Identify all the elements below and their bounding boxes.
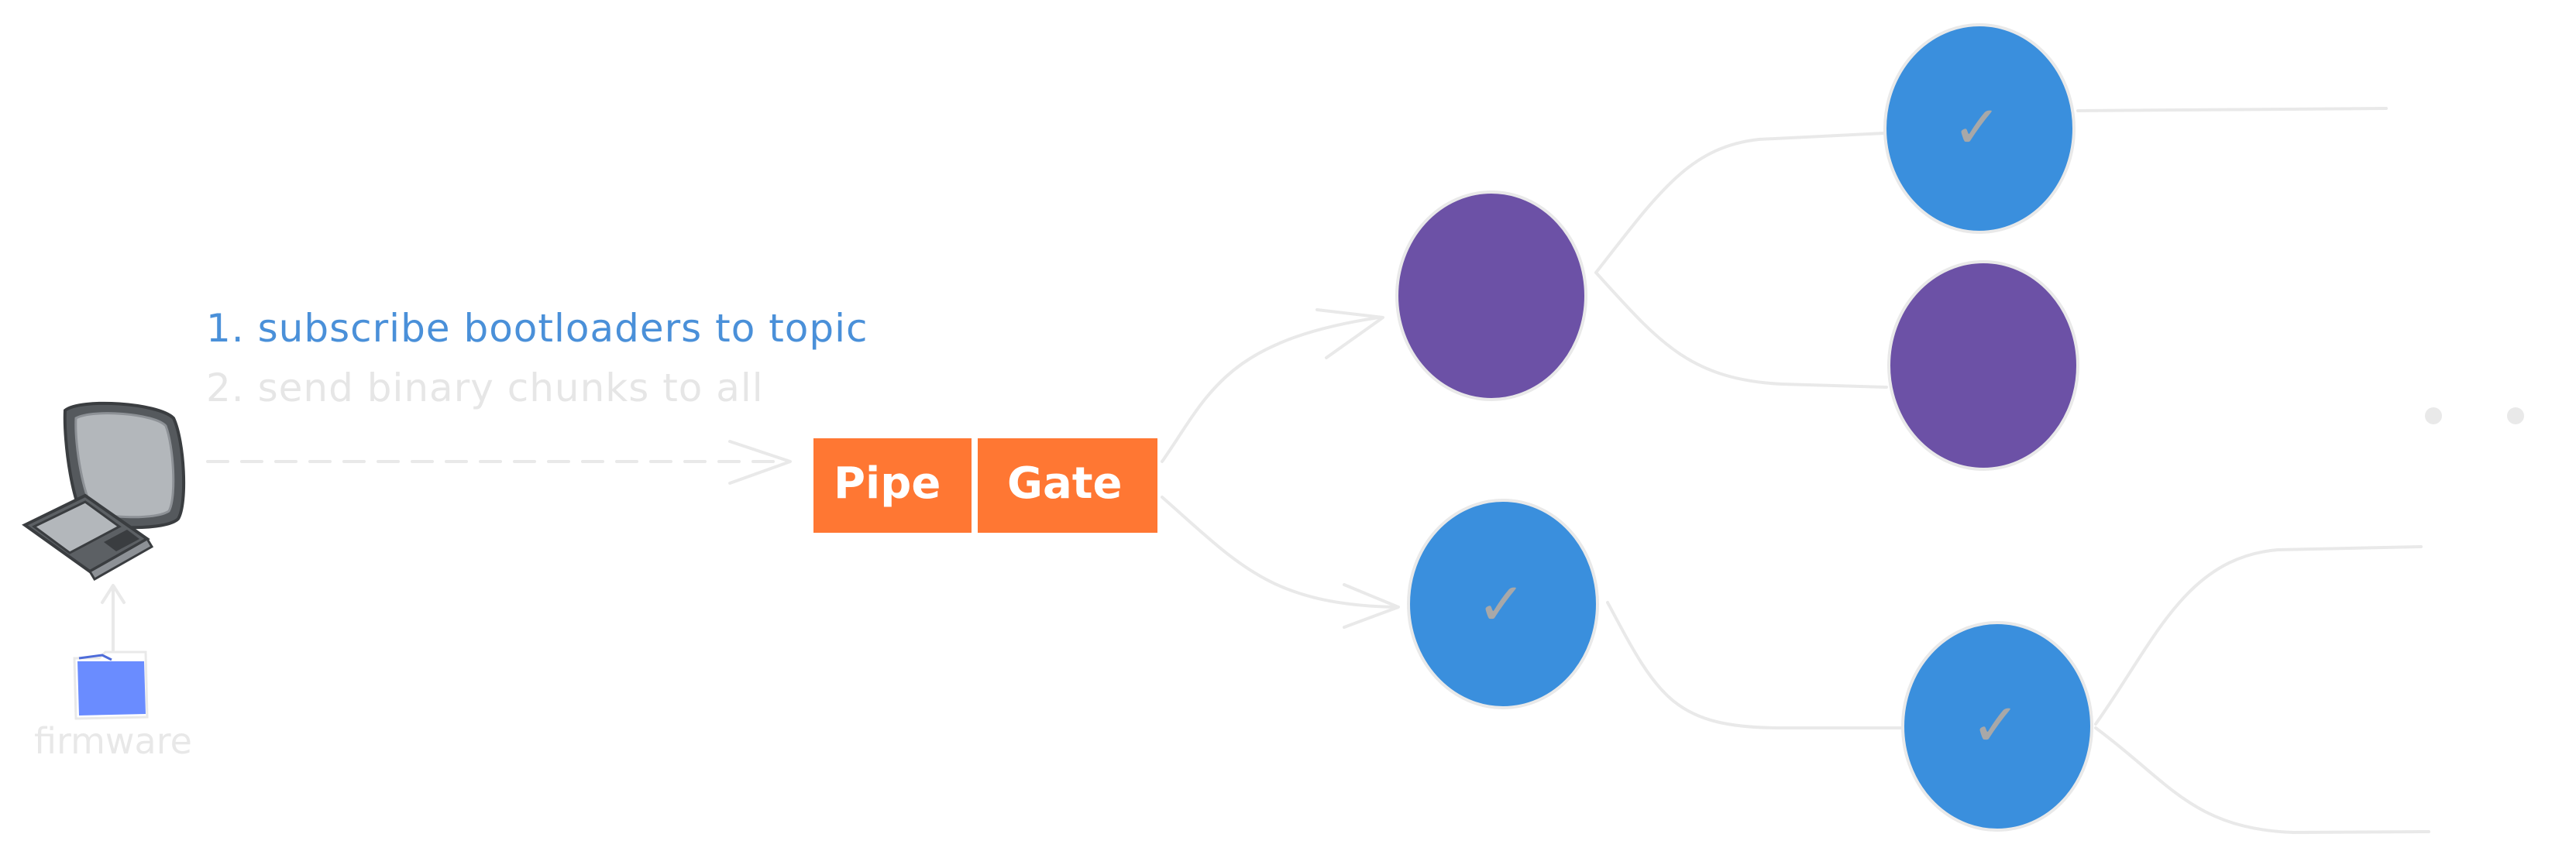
branch-upper-to-n2 — [1594, 132, 1886, 274]
branch-n3-to-n5 — [1606, 601, 1904, 729]
step-2-label: 2. send binary chunks to all — [206, 366, 764, 410]
pipe-label: Pipe — [834, 458, 941, 509]
firmware-label: firmware — [34, 720, 192, 762]
gate-label: Gate — [1007, 458, 1123, 509]
nodes — [1395, 23, 2093, 832]
connectors — [101, 107, 2430, 834]
ellipsis-dot — [2507, 407, 2524, 424]
ellipsis-dot — [2425, 407, 2442, 424]
gateway — [810, 435, 1161, 536]
check-icon: ✓ — [1971, 690, 2021, 760]
node-blue-bottom[interactable] — [1901, 621, 2093, 832]
check-icon: ✓ — [1952, 92, 2002, 162]
arrow-head-upper — [1316, 308, 1384, 359]
node-blue-top[interactable] — [1883, 23, 2076, 234]
dashed-arrow-head — [728, 440, 792, 485]
node-blue-lower[interactable] — [1407, 499, 1599, 709]
folder-icon — [73, 650, 149, 720]
node-purple-upper[interactable] — [1395, 190, 1587, 401]
pipe-box — [810, 435, 975, 536]
gate-box — [975, 435, 1161, 536]
step-1-label: 1. subscribe bootloaders to topic — [206, 306, 868, 351]
gateway-to-node-upper — [1161, 316, 1381, 463]
branch-upper-to-n4 — [1594, 271, 1888, 389]
arrow-head-lower — [1343, 583, 1400, 629]
desktop-computer-icon — [22, 401, 186, 582]
check-icon: ✓ — [1477, 569, 1526, 639]
firmware-arrow-head — [101, 584, 126, 604]
tail-n5-lower — [2094, 726, 2430, 834]
tail-n2 — [2076, 107, 2388, 112]
tail-n5-upper — [2094, 545, 2423, 726]
node-purple-mid[interactable] — [1887, 260, 2079, 471]
gateway-to-node-lower — [1161, 496, 1396, 609]
